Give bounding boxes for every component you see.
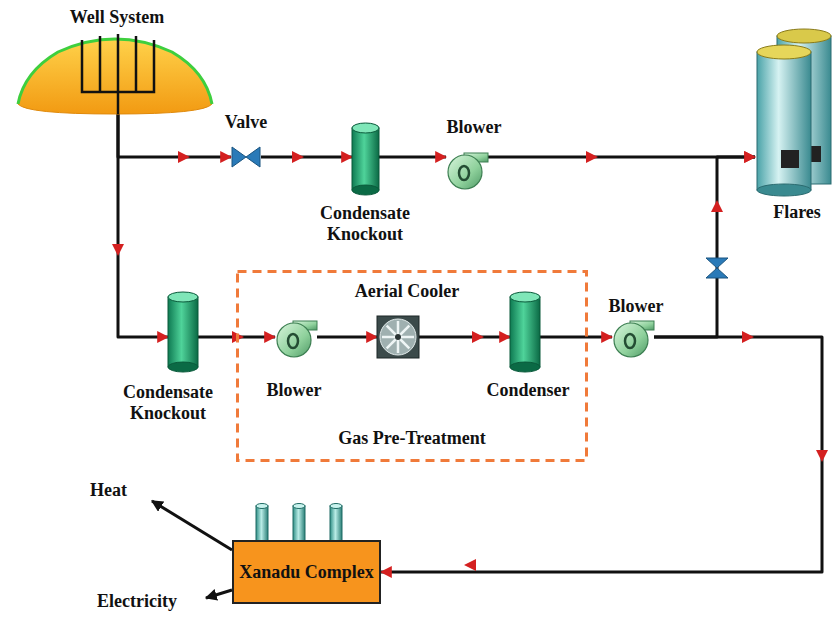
blower-icon <box>612 318 654 358</box>
well-field: Well System <box>18 30 212 114</box>
blower-icon <box>446 150 488 190</box>
flow-arrows <box>112 151 828 571</box>
node-label: Aerial Cooler <box>355 281 459 302</box>
node-label: Condenser <box>487 380 570 401</box>
pipe-connector <box>261 156 352 159</box>
node-label: Well System <box>70 7 165 28</box>
node-label: Blower <box>609 296 664 317</box>
pipe-connector <box>540 336 612 339</box>
node-label: Condensate Knockout <box>290 203 440 244</box>
knockout-vessel: Condensate Knockout <box>168 292 198 372</box>
valve-icon <box>231 146 261 168</box>
node-label: Xanadu Complex <box>239 562 374 583</box>
blower-symbol: Blower <box>275 318 317 358</box>
branch-valve <box>706 258 728 278</box>
pipe-connector <box>379 156 446 159</box>
valve-symbol: Valve <box>231 146 261 168</box>
pipe-connector <box>118 114 168 337</box>
blower-icon <box>275 318 317 358</box>
knockout-vessel: Condensate Knockout <box>352 123 379 195</box>
heat-arrow <box>152 501 232 550</box>
output-label: Heat <box>90 480 127 501</box>
aerial-cooler: Aerial Cooler <box>377 316 419 358</box>
fan-icon <box>377 316 419 358</box>
chimney-stacks <box>256 504 342 543</box>
flare-stacks: Flares <box>755 28 833 196</box>
node-label: Valve <box>225 112 267 133</box>
cyl-icon <box>352 123 379 195</box>
pipe-connector <box>381 337 822 572</box>
pipe-connector <box>488 156 755 159</box>
output-label: Electricity <box>97 591 177 612</box>
node-label: Blower <box>267 380 322 401</box>
cyl-icon <box>168 292 198 372</box>
node-label: Gas Pre-Treatment <box>338 428 485 449</box>
pipe-connector <box>654 157 755 337</box>
node-label: Blower <box>447 117 502 138</box>
pipe-connector <box>419 336 510 339</box>
electricity-arrow <box>206 590 232 598</box>
node-label: Condensate Knockout <box>98 382 238 423</box>
pipe-connector <box>118 114 231 157</box>
blower-symbol: Blower <box>446 150 488 190</box>
power-plant-box: Xanadu Complex <box>232 540 381 604</box>
pipe-connector <box>317 336 377 339</box>
pretreatment-group: Gas Pre-TreatmentBlowerAerial CoolerCond… <box>236 270 588 462</box>
blower-symbol: Blower <box>612 318 654 358</box>
cyl-icon <box>510 292 540 372</box>
condenser-vessel: Condenser <box>510 292 540 372</box>
mound-icon <box>18 30 212 114</box>
flares-icon <box>755 28 833 196</box>
node-label: Flares <box>773 202 821 223</box>
